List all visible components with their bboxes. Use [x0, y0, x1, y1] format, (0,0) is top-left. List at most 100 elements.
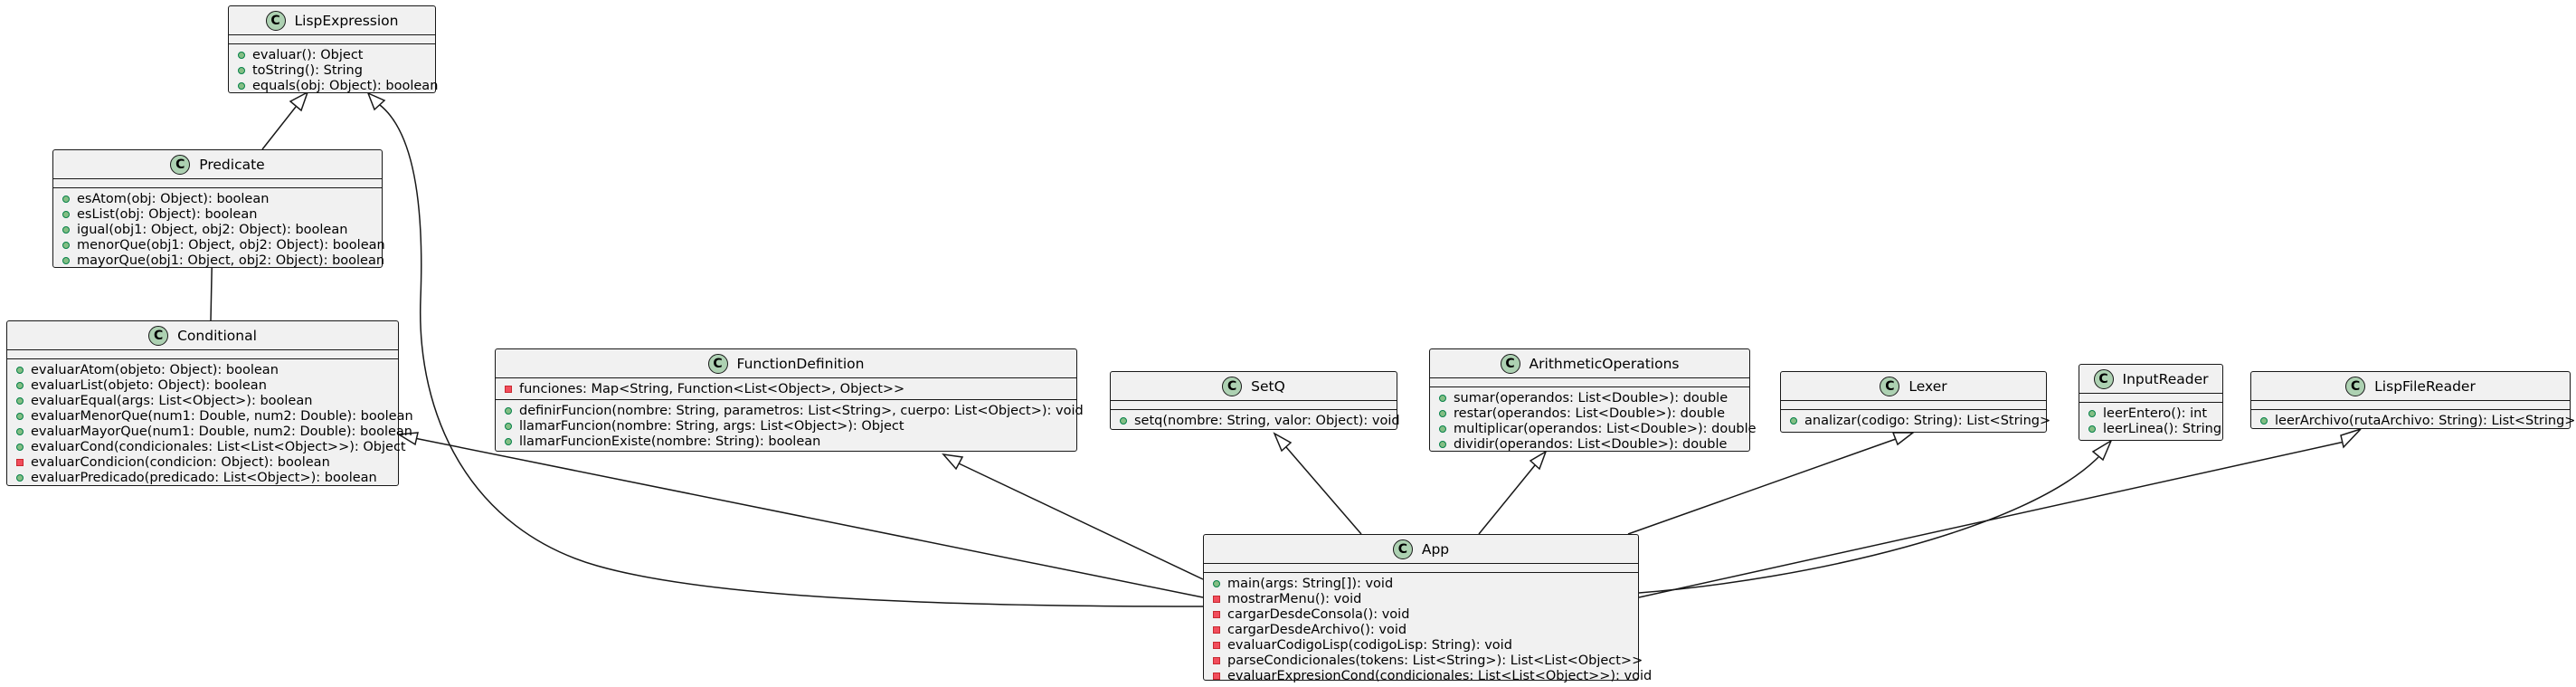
- class-c-icon: C: [1500, 353, 1520, 374]
- class-setq[interactable]: C SetQ setq(nombre: String, valor: Object…: [1110, 371, 1400, 431]
- class-fields: [2251, 401, 2570, 410]
- method-row: esAtom(obj: Object): boolean: [53, 191, 382, 206]
- edge-app-to-conditional-arrowhead: [396, 432, 419, 446]
- method-signature: restar(operandos: List<Double>): double: [1454, 406, 1726, 421]
- class-lispexpression[interactable]: C LispExpression evaluar(): Object toStri…: [228, 5, 438, 96]
- edge-app-to-lexer: [1627, 438, 1897, 535]
- method-signature: evaluarExpresionCond(condicionales: List…: [1227, 668, 1653, 683]
- edge-app-to-lexer-arrowhead: [1891, 432, 1916, 446]
- public-visibility-icon: [1439, 425, 1446, 433]
- method-row: llamarFuncion(nombre: String, args: List…: [496, 418, 1076, 434]
- method-row: mayorQue(obj1: Object, obj2: Object): bo…: [53, 253, 384, 268]
- class-fields: funciones: Map<String, Function<List<Obj…: [496, 378, 1076, 400]
- class-name: ArithmeticOperations: [1529, 355, 1680, 372]
- method-row: definirFuncion(nombre: String, parametro…: [496, 403, 1084, 418]
- class-arithmeticoperations[interactable]: C ArithmeticOperations sumar(operandos: L…: [1429, 348, 1757, 454]
- class-c-icon: C: [265, 10, 286, 31]
- method-signature: definirFuncion(nombre: String, parametro…: [519, 403, 1084, 418]
- method-signature: sumar(operandos: List<Double>): double: [1454, 390, 1728, 406]
- edge-app-to-arithmeticoperations-arrowhead: [1529, 450, 1548, 471]
- private-visibility-icon: [16, 458, 24, 466]
- class-fields: [2079, 394, 2222, 403]
- method-row: cargarDesdeConsola(): void: [1204, 606, 1638, 622]
- class-name: FunctionDefinition: [736, 355, 865, 372]
- class-header: C LispExpression: [229, 6, 435, 35]
- method-row: multiplicar(operandos: List<Double>): do…: [1430, 421, 1757, 436]
- private-visibility-icon: [1213, 672, 1220, 680]
- public-visibility-icon: [16, 412, 24, 420]
- public-visibility-icon: [16, 443, 24, 451]
- class-methods: evaluarAtom(objeto: Object): boolean eva…: [7, 359, 413, 488]
- public-visibility-icon: [1213, 579, 1220, 587]
- public-visibility-icon: [16, 381, 24, 389]
- class-header: C ArithmeticOperations: [1430, 349, 1749, 378]
- edge-app-to-setq: [1285, 446, 1362, 535]
- class-fields: [1781, 401, 2046, 410]
- public-visibility-icon: [2260, 416, 2268, 425]
- class-header: C SetQ: [1111, 372, 1397, 401]
- method-signature: multiplicar(operandos: List<Double>): do…: [1454, 421, 1757, 436]
- edge-app-to-arithmeticoperations: [1478, 464, 1536, 535]
- method-row: evaluarMayorQue(num1: Double, num2: Doub…: [7, 424, 412, 439]
- method-signature: mostrarMenu(): void: [1227, 591, 1362, 606]
- edge-app-to-setq-arrowhead: [1273, 432, 1293, 453]
- class-c-icon: C: [1392, 539, 1413, 559]
- public-visibility-icon: [62, 195, 70, 203]
- method-row: llamarFuncionExiste(nombre: String): boo…: [496, 434, 1076, 449]
- method-row: evaluarList(objeto: Object): boolean: [7, 377, 398, 393]
- class-fields: [1111, 401, 1397, 410]
- private-visibility-icon: [1213, 610, 1220, 618]
- method-signature: evaluarCodigoLisp(codigoLisp: String): v…: [1227, 637, 1512, 653]
- edge-app-to-lispexpression-arrowhead: [366, 91, 386, 111]
- method-signature: leerEntero(): int: [2103, 406, 2208, 421]
- class-methods: setq(nombre: String, valor: Object): voi…: [1111, 410, 1400, 431]
- method-signature: cargarDesdeArchivo(): void: [1227, 622, 1407, 637]
- class-name: LispExpression: [294, 12, 399, 29]
- class-name: SetQ: [1251, 377, 1285, 395]
- class-methods: definirFuncion(nombre: String, parametro…: [496, 400, 1084, 452]
- public-visibility-icon: [2088, 425, 2096, 433]
- edge-app-to-inputreader-arrowhead: [2091, 439, 2113, 462]
- method-signature: evaluarAtom(objeto: Object): boolean: [31, 362, 279, 377]
- method-signature: cargarDesdeConsola(): void: [1227, 606, 1410, 622]
- field-row: funciones: Map<String, Function<List<Obj…: [496, 381, 1076, 396]
- field-signature: funciones: Map<String, Function<List<Obj…: [519, 381, 905, 396]
- public-visibility-icon: [1439, 394, 1446, 402]
- edge-app-to-lispfilereader-arrowhead: [2340, 428, 2362, 449]
- public-visibility-icon: [505, 437, 512, 445]
- method-signature: igual(obj1: Object, obj2: Object): boole…: [77, 222, 348, 237]
- public-visibility-icon: [16, 366, 24, 374]
- private-visibility-icon: [1213, 656, 1220, 664]
- class-methods: evaluar(): Object toString(): String equ…: [229, 44, 438, 96]
- class-methods: leerArchivo(rutaArchivo: String): List<S…: [2251, 410, 2575, 431]
- method-row: main(args: String[]): void: [1204, 576, 1638, 591]
- class-fields: [229, 35, 435, 44]
- public-visibility-icon: [238, 81, 245, 90]
- class-fields: [1430, 378, 1749, 387]
- method-signature: analizar(codigo: String): List<String>: [1804, 413, 2051, 428]
- method-row: evaluarMenorQue(num1: Double, num2: Doub…: [7, 408, 413, 424]
- method-signature: toString(): String: [252, 62, 363, 78]
- class-methods: sumar(operandos: List<Double>): double r…: [1430, 387, 1757, 454]
- public-visibility-icon: [62, 210, 70, 218]
- class-name: LispFileReader: [2374, 377, 2476, 395]
- class-c-icon: C: [1222, 376, 1243, 396]
- private-visibility-icon: [1213, 595, 1220, 603]
- method-row: evaluar(): Object: [229, 47, 435, 62]
- public-visibility-icon: [16, 396, 24, 405]
- method-signature: llamarFuncionExiste(nombre: String): boo…: [519, 434, 821, 449]
- private-visibility-icon: [1213, 641, 1220, 649]
- method-signature: evaluarCond(condicionales: List<List<Obj…: [31, 439, 406, 454]
- method-row: equals(obj: Object): boolean: [229, 78, 438, 93]
